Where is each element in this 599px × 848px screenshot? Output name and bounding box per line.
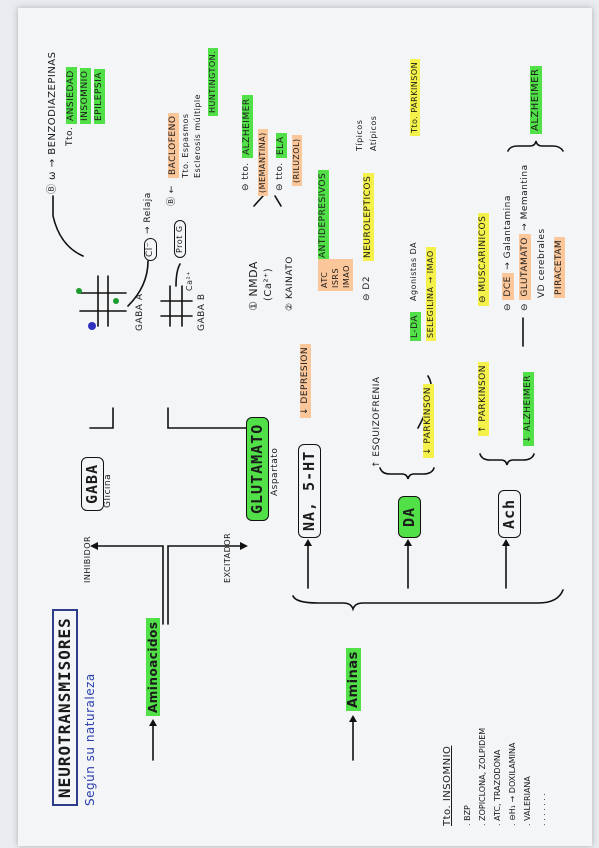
prot-g-label: Prot G	[174, 220, 186, 258]
cl-ion: Cl⁻	[144, 237, 157, 261]
excitador-label: EXCITADOR	[223, 532, 232, 583]
galantamina: → Galantamina	[503, 195, 513, 270]
rotated-notes: NEUROTRANSMISORES Según su naturaleza Am…	[18, 8, 592, 846]
gaba-b-label: GABA B	[197, 293, 207, 332]
selegilina: SELEGILINA → IMAO	[426, 247, 436, 341]
insomnio-item: . ⊖H₁ → DOXILAMINA	[508, 742, 517, 826]
bz-num: Ⓑ	[47, 183, 58, 195]
da-box: DA	[398, 495, 421, 538]
da-label: DA	[400, 506, 418, 527]
ach-box: Ach	[498, 489, 521, 538]
subtitle: Según su naturaleza	[83, 673, 97, 806]
aspartato-label: Aspartato	[270, 447, 280, 496]
glutamato-ach-num: ⊖	[520, 302, 530, 311]
insomnio-item: . BZP	[463, 805, 472, 826]
baclofeno: BACLOFENO	[168, 112, 179, 178]
aminas-brace	[292, 589, 564, 612]
insomnio-list: . BZP . ZOPICLONA, ZOLPIDEM . ATC, TRAZO…	[460, 728, 550, 826]
d2-antagonist: ⊖ D2	[362, 275, 372, 301]
drug-imao: IMAO	[342, 265, 351, 288]
ela-tto: ⊖ tto.	[275, 162, 285, 191]
antidepresivos: ANTIDEPRESIVOS	[318, 169, 329, 261]
tto-parkinson: Tto. PARKINSON	[410, 58, 420, 136]
inhibidor-label: INHIBIDOR	[83, 535, 92, 583]
depresion: ↓ DEPRESION	[300, 343, 311, 418]
baclofeno-num: Ⓑ ←	[167, 185, 177, 206]
ach-label: Ach	[500, 498, 518, 529]
nmda-ca: (Ca²⁺)	[263, 267, 274, 301]
kainato-receptor: ② KAINATO	[285, 256, 295, 311]
connector-lines	[52, 140, 564, 761]
vd-cerebrales: VD cerebrales	[537, 228, 547, 298]
nmda-label: NMDA	[247, 261, 260, 297]
piracetam: PIRACETAM	[554, 236, 565, 298]
receptor-to-cl	[127, 260, 149, 307]
antidepresivos-drugs: ATC ISRS IMAO	[318, 259, 353, 291]
glutamato-ach-row: ⊖ GLUTAMATO → Memantina	[519, 164, 531, 311]
baclofeno-detail: Esclerosis múltiple	[193, 93, 202, 178]
gaba-a-label: GABA A	[135, 293, 145, 331]
memantina-ach: → Memantina	[520, 164, 530, 231]
alzheimer-glu: ALZHEIMER	[242, 95, 253, 158]
agonistas-da: Agonistas DA	[409, 241, 418, 301]
riluzol: (RILUZOL)	[292, 135, 302, 186]
bz-site: Ⓑ ω → BENZODIAZEPINAS	[47, 51, 58, 195]
glutamato-ach: GLUTAMATO	[519, 234, 531, 300]
memantina: (MEMANTINA)	[258, 129, 268, 196]
benzodiazepinas: ω → BENZODIAZEPINAS	[47, 51, 58, 180]
relaja-label: → Relaja	[143, 192, 153, 234]
insomnio-item: . ATC, TRAZODONA	[493, 749, 502, 826]
l-dopa: L-DA	[410, 311, 421, 341]
bz-use-epilepsia: EPILEPSIA	[94, 69, 105, 124]
na-5ht-label: NA, 5-HT	[300, 450, 318, 531]
bz-use-ansiedad: ANSIEDAD	[66, 67, 77, 124]
insomnio-item: . ZOPICLONA, ZOLPIDEM	[478, 727, 487, 826]
insomnio-title: Tto. INSOMNIO	[442, 745, 453, 826]
na-5ht-box: NA, 5-HT	[298, 443, 321, 538]
bz-use-insomnio: INSOMNIO	[80, 67, 91, 124]
ela: ELA	[276, 133, 287, 158]
line-to-glutamato	[167, 545, 241, 625]
huntington: HUNTINGTON.	[208, 47, 218, 116]
paper-sheet: NEUROTRANSMISORES Según su naturaleza Am…	[18, 8, 592, 846]
esquizofrenia: ↑ ESQUIZOFRENIA	[372, 376, 382, 468]
parkinson-da: ↓ PARKINSON	[423, 384, 434, 458]
neurolepticos: NEUROLEPTICOS	[363, 172, 374, 261]
insomnio-item: . VALERIANA	[523, 776, 532, 826]
glutamato-box: GLUTAMATO	[246, 416, 269, 521]
dce-row: ⊖ DCE → Galantamina	[502, 195, 514, 311]
muscarinicos: ⊖ MUSCARINICOS	[478, 212, 489, 306]
nmda-receptor: ① NMDA	[247, 261, 260, 311]
gaba-label: GABA	[83, 463, 101, 504]
bz-tto: Tto.	[65, 126, 75, 146]
alzheimer-ach: ↓ ALZHEIMER	[523, 371, 534, 446]
alzheimer-box: ALZHEIMER	[530, 65, 542, 134]
kainato-num: ②	[285, 302, 295, 311]
nmda-num: ①	[247, 300, 260, 311]
drug-atc: ATC	[320, 271, 329, 288]
atipicos: Atípicos	[369, 115, 378, 151]
page-title: NEUROTRANSMISORES	[52, 609, 78, 806]
gaba-box: GABA	[81, 456, 104, 511]
alzheimer-tto: ⊖ tto.	[241, 162, 251, 191]
insomnio-item: . . . . . . .	[538, 792, 547, 826]
dce: DCE	[502, 273, 514, 300]
drug-isrs: ISRS	[331, 267, 340, 288]
ca-label: Ca²⁺	[185, 271, 194, 291]
glutamato-label: GLUTAMATO	[248, 423, 266, 514]
aminas-label: Aminas	[346, 648, 361, 711]
aminoacidos-label: Aminoacidos	[146, 618, 160, 716]
dce-num: ⊖	[503, 302, 513, 311]
parkinson-ach: ↑ PARKINSON	[478, 362, 489, 436]
glicina-label: Glicina	[103, 473, 113, 508]
baclofeno-tto: Tto. Espasmos	[181, 113, 190, 178]
bz-site-line	[52, 195, 84, 257]
tipicos: Típicos	[355, 119, 364, 151]
kainato-label: KAINATO	[285, 256, 295, 300]
line-to-gaba	[97, 545, 164, 625]
